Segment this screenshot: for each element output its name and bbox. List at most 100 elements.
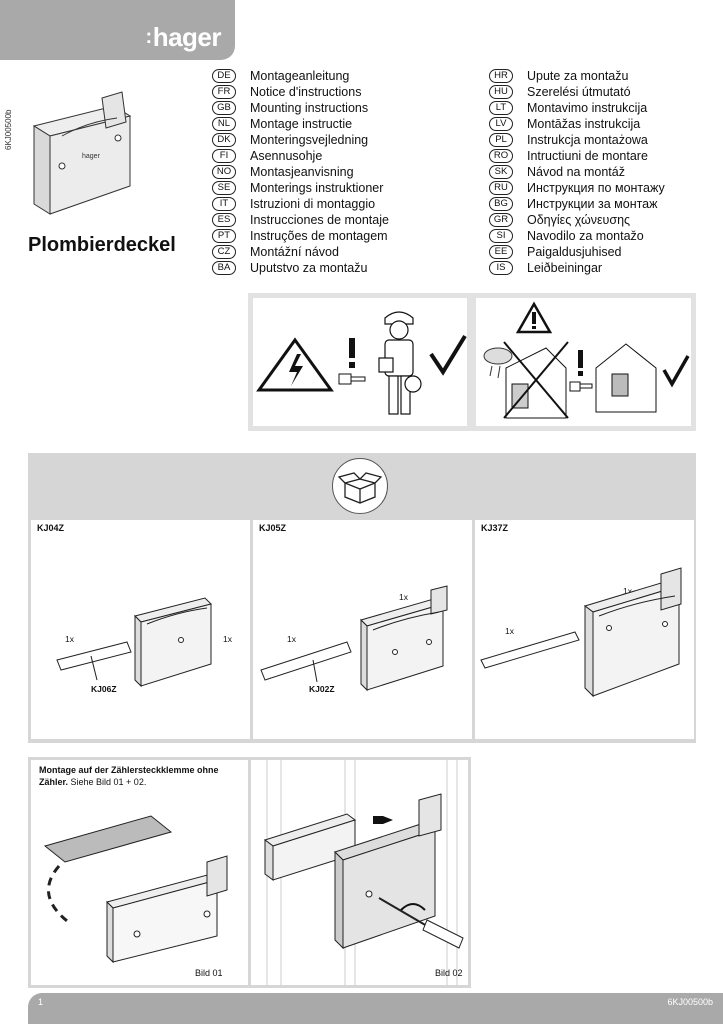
language-code-badge: LV — [489, 117, 513, 131]
language-row: IS Leiðbeiningar — [489, 260, 665, 276]
language-code-badge: FI — [212, 149, 236, 163]
kit-qty: 1x — [399, 592, 408, 602]
language-code-badge: SE — [212, 181, 236, 195]
language-instruction-label: Szerelési útmutató — [527, 85, 631, 99]
kit-qty: 1x — [287, 634, 296, 644]
open-box-icon — [337, 472, 383, 504]
electrician-icon — [378, 311, 422, 415]
language-row: SK Návod na montáž — [489, 164, 665, 180]
kit-name: KJ05Z — [259, 523, 287, 533]
language-code-badge: DE — [212, 69, 236, 83]
indoor-use-panel — [476, 298, 691, 426]
language-row: GR Οδηγίες χώνευσης — [489, 212, 665, 228]
language-row: LV Montāžas instrukcija — [489, 116, 665, 132]
step1-instruction-rest: Siehe Bild 01 + 02. — [68, 777, 147, 787]
language-code-badge: SI — [489, 229, 513, 243]
language-instruction-label: Upute za montažu — [527, 69, 629, 83]
rain-cloud-icon — [483, 347, 513, 379]
kit-panel: KJ37Z 1x 1x — [475, 520, 694, 739]
language-code-badge: PL — [489, 133, 513, 147]
language-code-badge: NL — [212, 117, 236, 131]
language-row: PT Instruções de montagem — [212, 228, 389, 244]
package-contents-icon — [332, 458, 388, 514]
language-instruction-label: Monterings instruktioner — [250, 181, 384, 195]
header-bar: :hager — [0, 0, 235, 60]
language-code-badge: BA — [212, 261, 236, 275]
page-number: 1 — [38, 997, 44, 1007]
language-instruction-label: Asennusohje — [250, 149, 323, 163]
kit-qty: 1x — [623, 586, 632, 596]
language-instruction-label: Navodilo za montažo — [527, 229, 644, 243]
language-code-badge: IT — [212, 197, 236, 211]
language-code-badge: GB — [212, 101, 236, 115]
language-code-badge: BG — [489, 197, 513, 211]
exclamation-icon — [349, 338, 355, 368]
language-instruction-label: Monteringsvejledning — [250, 133, 369, 147]
language-row: RO Intructiuni de montare — [489, 148, 665, 164]
language-instruction-label: Uputstvo za montažu — [250, 261, 368, 275]
language-code-badge: RO — [489, 149, 513, 163]
language-code-badge: SK — [489, 165, 513, 179]
language-row: FI Asennusohje — [212, 148, 389, 164]
indoor-house-icon — [595, 343, 657, 413]
pointing-hand-icon — [338, 373, 366, 385]
kit-name: KJ37Z — [481, 523, 509, 533]
language-row: NO Montasjeanvisning — [212, 164, 389, 180]
language-instruction-label: Leiðbeiningar — [527, 261, 603, 275]
language-code-badge: RU — [489, 181, 513, 195]
language-instruction-label: Montāžas instrukcija — [527, 117, 641, 131]
electrician-warning-panel — [253, 298, 467, 426]
language-instruction-label: Instrukcja montażowa — [527, 133, 648, 147]
step1-panel: Montage auf der Zählersteckklemme ohne Z… — [31, 760, 249, 985]
kit-illustration — [56, 597, 212, 688]
language-instruction-label: Οδηγίες χώνευσης — [527, 213, 631, 227]
footer-bar — [28, 993, 723, 1024]
doc-number-vertical: 6KJ00500b — [4, 109, 13, 150]
language-row: BA Uputstvo za montažu — [212, 260, 389, 276]
language-instruction-label: Montasjeanvisning — [250, 165, 354, 179]
language-row: IT Istruzioni di montaggio — [212, 196, 389, 212]
language-code-badge: HU — [489, 85, 513, 99]
step1-figure-label: Bild 01 — [195, 968, 223, 978]
language-code-badge: PT — [212, 229, 236, 243]
language-instruction-label: Paigaldusjuhised — [527, 245, 622, 259]
brand-logo: :hager — [145, 22, 222, 52]
kit-qty: 1x — [505, 626, 514, 636]
language-row: HU Szerelési útmutató — [489, 84, 665, 100]
language-instruction-label: Návod na montáž — [527, 165, 625, 179]
language-instruction-label: Istruzioni di montaggio — [250, 197, 376, 211]
outdoor-house-icon — [503, 341, 569, 419]
step2-frame: Bild 02 — [248, 757, 471, 988]
language-instruction-label: Montageanleitung — [250, 69, 350, 83]
language-code-badge: NO — [212, 165, 236, 179]
language-instruction-label: Instruções de montagem — [250, 229, 388, 243]
step1-illustration — [43, 815, 228, 964]
kit-name: KJ04Z — [37, 523, 65, 533]
language-instruction-label: Montavimo instrukcija — [527, 101, 648, 115]
step1-instruction: Montage auf der Zählersteckklemme ohne Z… — [39, 764, 239, 788]
product-title: Plombierdeckel — [28, 234, 176, 256]
exclamation-icon — [578, 350, 583, 376]
language-code-badge: GR — [489, 213, 513, 227]
step2-panel: Bild 02 — [251, 760, 468, 985]
language-instruction-label: Intructiuni de montare — [527, 149, 648, 163]
warning-triangle-icon — [515, 301, 553, 334]
high-voltage-icon — [256, 337, 334, 392]
language-row: DE Montageanleitung — [212, 68, 389, 84]
language-row: DK Monteringsvejledning — [212, 132, 389, 148]
kits-section: KJ04Z 1x 1x KJ06Z KJ05Z 1x 1x KJ02Z — [28, 517, 696, 743]
kit-part-label: KJ02Z — [309, 684, 335, 694]
step2-illustration — [263, 760, 464, 985]
language-code-badge: IS — [489, 261, 513, 275]
language-code-badge: DK — [212, 133, 236, 147]
